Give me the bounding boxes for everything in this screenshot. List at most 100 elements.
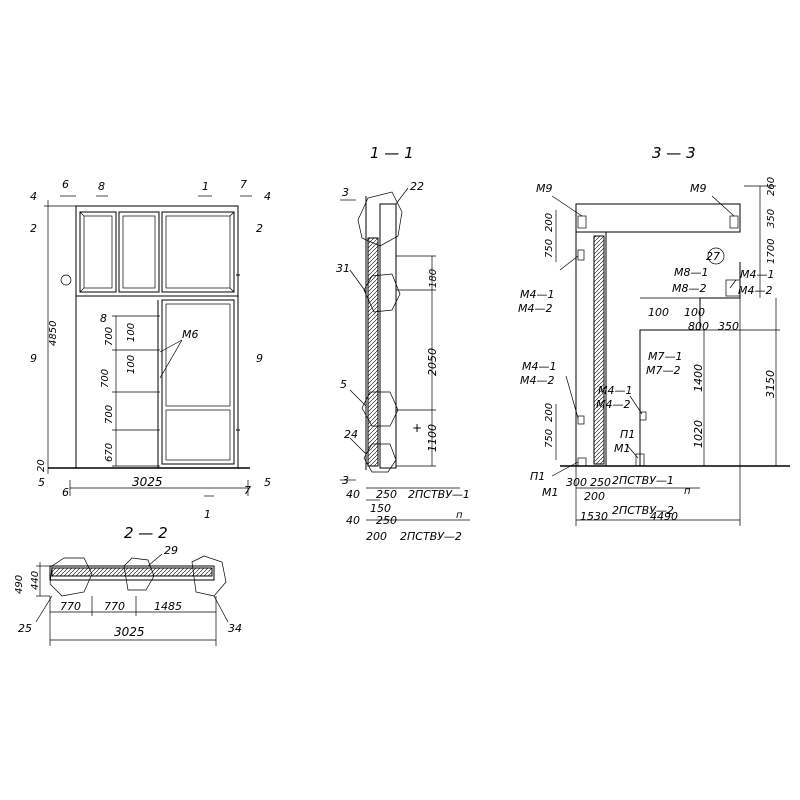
callout-3-top: 3	[342, 186, 349, 199]
lower-door	[161, 299, 235, 465]
dim-350: 350	[766, 209, 777, 228]
label-s3-2pstvu-1: 2ПСТВУ—1	[612, 474, 674, 487]
dim-300: 300	[566, 476, 587, 489]
marker-4-right: 4	[264, 190, 271, 203]
dim-1530: 1530	[580, 510, 608, 523]
mark-m8-2: М8—2	[672, 282, 707, 295]
dim-200-top: 200	[544, 213, 555, 232]
panel-dim-2: 700	[100, 369, 111, 388]
dim-3025: 3025	[114, 625, 145, 639]
dim-800: 800	[688, 320, 709, 333]
panel-dim-4: 670	[104, 443, 115, 462]
upper-panel-2	[118, 211, 160, 293]
dim-1485: 1485	[154, 600, 182, 613]
mark-m1-b: М1	[542, 486, 559, 499]
dim-770-a: 770	[60, 600, 81, 613]
dim-750-bottom: 750	[544, 429, 555, 448]
label-s3-2pstvu-2: 2ПСТВУ—2	[612, 504, 674, 517]
dim-200-s3: 200	[584, 490, 605, 503]
dim-750-top: 750	[544, 239, 555, 258]
label-2pstvu-2: 2ПСТВУ—2	[400, 530, 462, 543]
mark-m4-1-c: М4—1	[522, 360, 557, 373]
dim-1400: 1400	[692, 364, 705, 392]
callout-22: 22	[410, 180, 424, 193]
panel-dim-3: 700	[104, 405, 115, 424]
dim-2050: 2050	[426, 348, 439, 376]
dim-1020: 1020	[692, 420, 705, 448]
mark-m4-2-c: М4—2	[520, 374, 555, 387]
dim-350-mid: 350	[718, 320, 739, 333]
elevation-height-total: 4850	[48, 321, 59, 346]
mark-m4-1-a: М4—1	[520, 288, 555, 301]
dim-1100: 1100	[426, 424, 439, 452]
dim-490: 490	[14, 575, 25, 594]
marker-4-left: 4	[30, 190, 37, 203]
marker-1-bottom: 1	[204, 508, 211, 521]
callout-24: 24	[344, 428, 358, 441]
mark-m4-2-b: М4—2	[738, 284, 773, 297]
elevation-width-total: 3025	[132, 475, 163, 489]
dim-4490: 4490	[650, 510, 678, 523]
marker-2-right: 2	[256, 222, 263, 235]
elevation-bottom-dim: 20	[36, 459, 47, 472]
mark-m6: М6	[182, 328, 199, 341]
label-2pstvu-1: 2ПСТВУ—1	[408, 488, 470, 501]
marker-8-mid: 8	[100, 312, 107, 325]
mark-m1-a: М1	[614, 442, 631, 455]
small-dim-1: 100	[126, 323, 137, 342]
marker-8-top: 8	[98, 180, 105, 193]
elevation-view: 4850 20 3025 700 700 700 670 100 100 М6 …	[30, 178, 271, 521]
section-1-1: 1 — 1 3 22 31 5 24 3 + 180 2050 1100 40 …	[336, 144, 470, 543]
callout-27: 27	[706, 250, 720, 263]
section-2-2: 2 — 2 29 25 34 490 440 770 770 1485 3025	[14, 524, 242, 646]
dim-40-a: 40	[346, 488, 360, 501]
section-title-3-3: 3 — 3	[652, 144, 696, 162]
dim-770-b: 770	[104, 600, 125, 613]
panel-dim-1: 700	[104, 327, 115, 346]
mark-m7-1: М7—1	[648, 350, 683, 363]
dim-250-s3: 250	[590, 476, 611, 489]
upper-panel-3	[161, 211, 235, 293]
label-s3-p: п	[684, 486, 691, 497]
mark-m8-1: М8—1	[674, 266, 709, 279]
mark-m4-1-b: М4—1	[740, 268, 775, 281]
dim-200: 200	[366, 530, 387, 543]
mark-m9-right: М9	[690, 182, 707, 195]
dim-200-bottom: 200	[544, 403, 555, 422]
mark-m4-2-a: М4—2	[518, 302, 553, 315]
section-title-1-1: 1 — 1	[370, 144, 414, 162]
label-p: п	[456, 510, 463, 521]
marker-9-left: 9	[30, 352, 37, 365]
plus-mark: +	[412, 421, 422, 435]
mark-m4-1-d: М4—1	[598, 384, 633, 397]
marker-2-left: 2	[30, 222, 37, 235]
dim-100-b: 100	[684, 306, 705, 319]
callout-25: 25	[18, 622, 32, 635]
elevation-outline	[75, 205, 239, 469]
dim-250-a: 250	[376, 488, 397, 501]
callout-31: 31	[336, 262, 350, 275]
section-title-2-2: 2 — 2	[124, 524, 168, 542]
dim-40-b: 40	[346, 514, 360, 527]
marker-5-right: 5	[264, 476, 271, 489]
marker-7-bottom: 7	[244, 484, 251, 497]
dim-180: 180	[428, 269, 439, 288]
dim-150: 150	[370, 502, 391, 515]
marker-5-left: 5	[38, 476, 45, 489]
dim-440: 440	[30, 571, 41, 590]
mark-m9-left: М9	[536, 182, 553, 195]
marker-9-right: 9	[256, 352, 263, 365]
callout-29: 29	[164, 544, 178, 557]
callout-5: 5	[340, 378, 347, 391]
mark-m7-2: М7—2	[646, 364, 681, 377]
dim-3150: 3150	[764, 370, 777, 398]
small-dim-2: 100	[126, 355, 137, 374]
section-3-3: 3 — 3	[518, 144, 790, 526]
dim-260: 260	[766, 177, 777, 196]
marker-1-top: 1	[202, 180, 209, 193]
mark-m4-2-d: М4—2	[596, 398, 631, 411]
marker-6-bottom: 6	[62, 486, 69, 499]
dim-250-b: 250	[376, 514, 397, 527]
mark-p1-b: П1	[530, 470, 545, 483]
